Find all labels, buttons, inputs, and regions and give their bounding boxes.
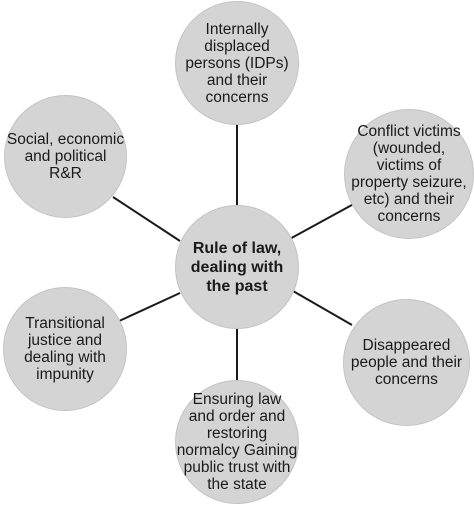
node-idps: Internally displaced persons (IDPs) and … xyxy=(175,1,299,125)
node-idps-label: Internally displaced persons (IDPs) and … xyxy=(185,20,289,106)
center-node-label: Rule of law, dealing with the past xyxy=(190,239,284,295)
node-law-and-order: Ensuring law and order and restoring nor… xyxy=(175,380,299,504)
node-law-and-order-label: Ensuring law and order and restoring nor… xyxy=(176,391,298,493)
node-disappeared: Disappeared people and their concerns xyxy=(343,299,470,426)
node-conflict-victims-label: Conflict victims (wounded, victims of pr… xyxy=(351,123,467,225)
node-conflict-victims: Conflict victims (wounded, victims of pr… xyxy=(344,109,474,239)
node-social-economic-label: Social, economic and political R&R xyxy=(6,131,125,182)
connector-disappeared xyxy=(292,290,353,326)
center-node: Rule of law, dealing with the past xyxy=(175,205,299,329)
connector-transitional-justice xyxy=(116,292,181,323)
connector-social-economic xyxy=(112,196,181,242)
node-disappeared-label: Disappeared people and their concerns xyxy=(350,337,463,388)
node-transitional-justice-label: Transitional justice and dealing with im… xyxy=(24,315,106,383)
node-transitional-justice: Transitional justice and dealing with im… xyxy=(3,287,127,411)
connector-conflict-victims xyxy=(285,199,362,242)
node-social-economic: Social, economic and political R&R xyxy=(4,95,127,218)
